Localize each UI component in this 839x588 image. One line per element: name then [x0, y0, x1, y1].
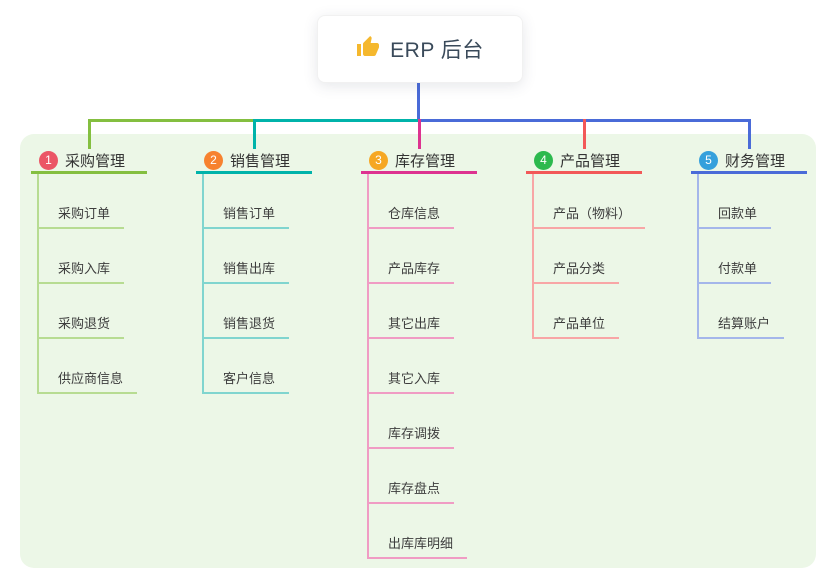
branch-title: 库存管理 — [395, 152, 456, 170]
branch-number-badge: 5 — [699, 150, 718, 170]
child-node[interactable]: 出库库明细 — [367, 504, 468, 559]
branch-header[interactable]: 1 采购管理 — [31, 149, 147, 174]
branch-drop-line — [253, 119, 256, 149]
branch-header[interactable]: 3 库存管理 — [361, 149, 477, 174]
root-node[interactable]: ERP 后台 — [317, 15, 523, 83]
branch-children: 回款单付款单结算账户 — [691, 174, 839, 339]
child-node[interactable]: 销售出库 — [202, 229, 290, 284]
branch-drop-line — [583, 119, 586, 149]
branch-drop-line — [748, 119, 751, 149]
child-node-label: 出库库明细 — [388, 536, 454, 551]
child-node-label: 采购订单 — [58, 206, 111, 221]
child-node[interactable]: 采购退货 — [37, 284, 125, 339]
branch-title: 采购管理 — [65, 152, 126, 170]
child-node[interactable]: 销售订单 — [202, 174, 290, 229]
branch-number-badge: 4 — [534, 150, 553, 170]
child-node[interactable]: 库存调拨 — [367, 394, 455, 449]
branch: 2 销售管理销售订单销售出库销售退货客户信息 — [196, 149, 346, 394]
branch-header[interactable]: 2 销售管理 — [196, 149, 312, 174]
child-node[interactable]: 供应商信息 — [37, 339, 138, 394]
thumbs-up-icon — [356, 35, 380, 64]
bus-segment — [88, 119, 253, 122]
root-label: ERP 后台 — [390, 39, 484, 62]
branches-panel — [20, 134, 816, 568]
branch-header[interactable]: 4 产品管理 — [526, 149, 642, 174]
root-connector-line — [417, 83, 420, 119]
child-node-label: 产品单位 — [553, 316, 606, 331]
branch-children: 产品（物料） 产品分类产品单位 — [526, 174, 676, 339]
child-node[interactable]: 产品库存 — [367, 229, 455, 284]
child-node-label: 库存调拨 — [388, 426, 441, 441]
child-node-label: 销售订单 — [223, 206, 276, 221]
child-node[interactable]: 回款单 — [697, 174, 772, 229]
child-node-label: 产品库存 — [388, 261, 441, 276]
branch-children: 采购订单采购入库采购退货供应商信息 — [31, 174, 181, 394]
child-node-label: 销售退货 — [223, 316, 276, 331]
child-node[interactable]: 采购入库 — [37, 229, 125, 284]
branch-title: 销售管理 — [230, 152, 291, 170]
child-node-label: 客户信息 — [223, 371, 276, 386]
child-node[interactable]: 产品（物料） — [532, 174, 646, 229]
child-node[interactable]: 结算账户 — [697, 284, 785, 339]
child-node-label: 产品分类 — [553, 261, 606, 276]
child-node-label: 结算账户 — [718, 316, 771, 331]
child-node[interactable]: 库存盘点 — [367, 449, 455, 504]
child-node[interactable]: 其它入库 — [367, 339, 455, 394]
child-node-label: 供应商信息 — [58, 371, 124, 386]
branch-children: 销售订单销售出库销售退货客户信息 — [196, 174, 346, 394]
children-connector-line — [367, 174, 369, 557]
branch-header[interactable]: 5 财务管理 — [691, 149, 807, 174]
child-node[interactable]: 仓库信息 — [367, 174, 455, 229]
child-node-label: 付款单 — [718, 261, 758, 276]
child-node-label: 库存盘点 — [388, 481, 441, 496]
child-node-label: 采购入库 — [58, 261, 111, 276]
child-node[interactable]: 采购订单 — [37, 174, 125, 229]
child-node-label: 仓库信息 — [388, 206, 441, 221]
child-node-label: 其它入库 — [388, 371, 441, 386]
branch-title: 财务管理 — [725, 152, 786, 170]
child-node[interactable]: 产品分类 — [532, 229, 620, 284]
branch-title: 产品管理 — [560, 152, 621, 170]
child-node[interactable]: 付款单 — [697, 229, 772, 284]
child-node[interactable]: 销售退货 — [202, 284, 290, 339]
child-node-label: 销售出库 — [223, 261, 276, 276]
branch-number-badge: 2 — [204, 150, 223, 170]
child-node[interactable]: 其它出库 — [367, 284, 455, 339]
branch-number-badge: 1 — [39, 150, 58, 170]
child-node-label: 产品（物料） — [553, 206, 632, 221]
branch-children: 仓库信息产品库存其它出库其它入库库存调拨库存盘点出库库明细 — [361, 174, 511, 559]
children-connector-line — [697, 174, 699, 337]
child-node[interactable]: 产品单位 — [532, 284, 620, 339]
branch: 5 财务管理回款单付款单结算账户 — [691, 149, 839, 339]
branch-number-badge: 3 — [369, 150, 388, 170]
branch: 4 产品管理产品（物料） 产品分类产品单位 — [526, 149, 676, 339]
branch-drop-line — [418, 119, 421, 149]
children-connector-line — [532, 174, 534, 337]
bus-segment — [253, 119, 418, 122]
branch-drop-line — [88, 119, 91, 149]
child-node-label: 采购退货 — [58, 316, 111, 331]
branch: 3 库存管理仓库信息产品库存其它出库其它入库库存调拨库存盘点出库库明细 — [361, 149, 511, 559]
child-node-label: 其它出库 — [388, 316, 441, 331]
child-node[interactable]: 客户信息 — [202, 339, 290, 394]
child-node-label: 回款单 — [718, 206, 758, 221]
branch: 1 采购管理采购订单采购入库采购退货供应商信息 — [31, 149, 181, 394]
